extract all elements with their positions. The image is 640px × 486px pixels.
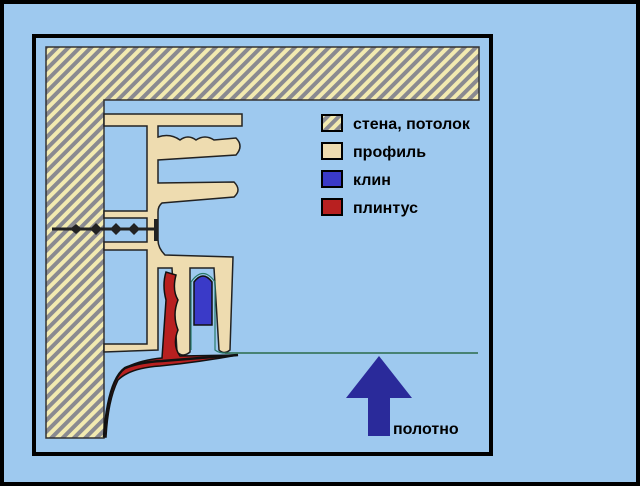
legend-label-wedge: клин: [353, 172, 391, 189]
legend: стена, потолок профиль клин плинтус: [321, 114, 471, 217]
legend-label-wall: стена, потолок: [353, 116, 471, 133]
plinth-edge: [102, 353, 239, 438]
canvas-label: полотно: [393, 421, 459, 438]
wall-ceiling: [45, 46, 480, 439]
legend-swatch-wedge: [321, 170, 343, 188]
screw-icon: [52, 219, 158, 241]
profile: [103, 113, 243, 356]
legend-label-profile: профиль: [353, 144, 426, 161]
legend-label-plinth: плинтус: [353, 200, 418, 217]
arrow-up-icon: [346, 356, 412, 436]
legend-swatch-profile: [321, 142, 343, 160]
plinth: [103, 271, 239, 438]
legend-swatch-wall: [321, 114, 343, 132]
canvas-edge-fold: [190, 272, 231, 354]
wedge: [193, 275, 213, 326]
legend-swatch-plinth: [321, 198, 343, 216]
